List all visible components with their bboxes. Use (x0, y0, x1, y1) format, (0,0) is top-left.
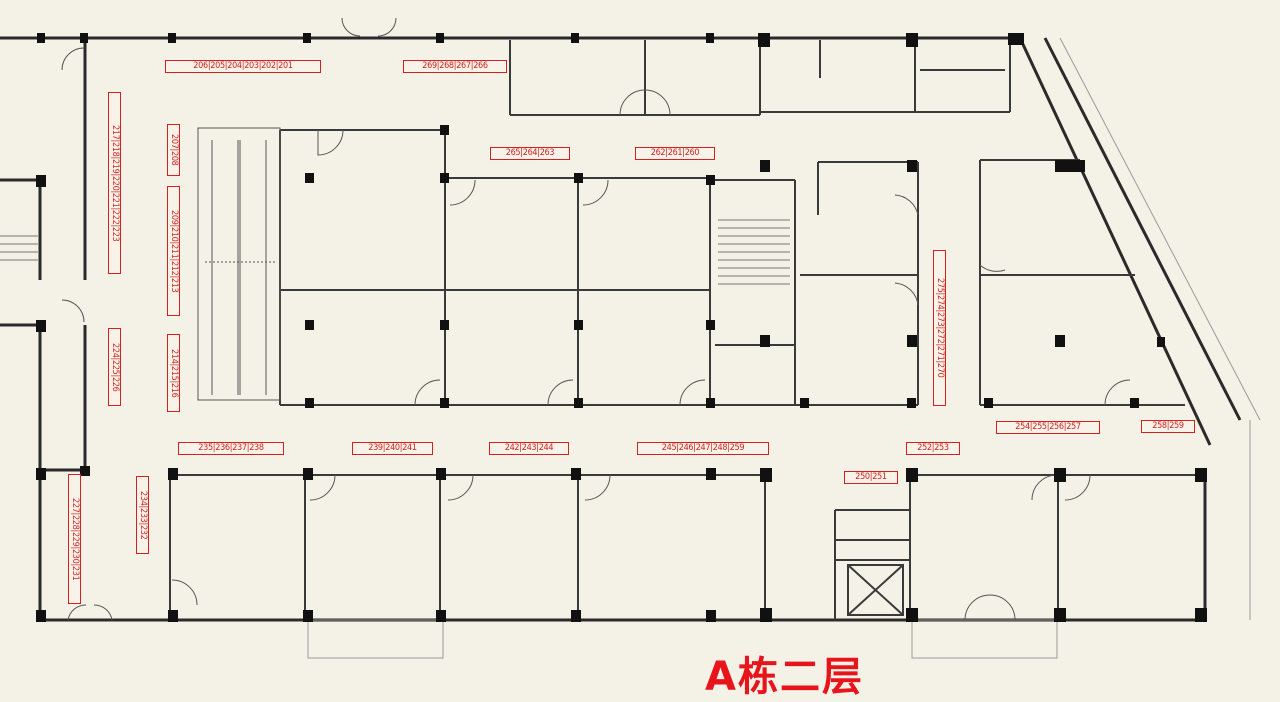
unit-label-group-239-241: 239|240|241 (352, 442, 433, 455)
stair-treads (0, 219, 790, 285)
unit-label-group-250-251: 250|251 (844, 471, 898, 484)
door-swings (61, 17, 1131, 621)
floor-title: A栋二层 (705, 654, 864, 700)
unit-label-group-234-232: 234|233|232 (136, 476, 149, 554)
unit-label-group-254-257: 254|255|256|257 (996, 421, 1100, 434)
unit-label-group-242-244: 242|243|244 (489, 442, 569, 455)
escalator (197, 127, 281, 401)
unit-label-group-258-259: 258|259 (1141, 420, 1195, 433)
unit-label-group-209-213: 209|210|211|212|213 (167, 186, 180, 316)
unit-label-group-252-253: 252|253 (906, 442, 960, 455)
unit-label-group-235-238: 235|236|237|238 (178, 442, 284, 455)
unit-label-group-245-259: 245|246|247|248|259 (637, 442, 769, 455)
columns (36, 33, 1207, 622)
outer-terrace-lines (307, 37, 1261, 659)
unit-label-group-207-208: 207|208 (167, 124, 180, 176)
unit-label-group-224-226: 224|225|226 (108, 328, 121, 406)
unit-label-group-269-266: 269|268|267|266 (403, 60, 507, 73)
unit-label-group-206-201: 206|205|204|203|202|201 (165, 60, 321, 73)
unit-label-group-214-216: 214|215|216 (167, 334, 180, 412)
inner-walls (169, 40, 1205, 620)
unit-label-group-217-223: 217|218|219|220|221|222|223 (108, 92, 121, 274)
unit-label-group-227-231: 227|228|229|230|231 (68, 474, 81, 604)
unit-label-group-275-270: 275|274|273|272|271|270 (933, 250, 946, 406)
outer-walls (0, 36, 1242, 622)
unit-label-group-262-260: 262|261|260 (635, 147, 715, 160)
unit-label-group-265-263: 265|264|263 (490, 147, 570, 160)
